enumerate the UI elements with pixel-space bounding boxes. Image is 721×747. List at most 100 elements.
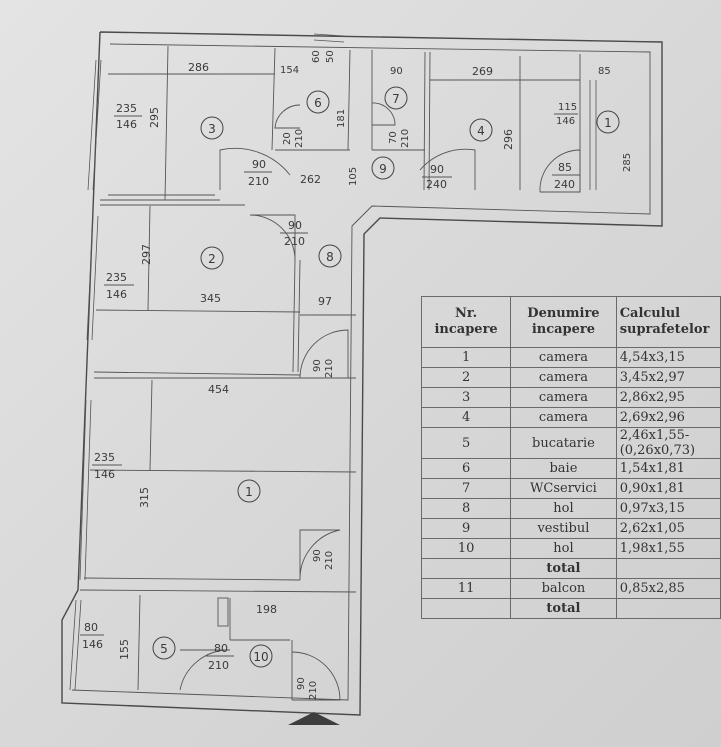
cell-name: camera [510,407,617,428]
dim: 269 [472,65,493,78]
cell-calc: 2,62x1,05 [615,518,721,539]
header-nr: Nr. incapere [420,296,512,348]
dim: 90 [430,163,444,176]
cell-name: camera [510,387,617,408]
dim: 198 [256,603,277,616]
dim: 20 [282,132,293,145]
cell-name: vestibul [510,518,617,539]
dim: 210 [284,235,305,248]
dim: 454 [208,383,229,396]
dim: 80 [214,642,228,655]
cell-nr: 4 [420,407,512,428]
cell-total: total [510,598,617,619]
dim: 146 [116,118,137,131]
room-number-7: 7 [392,92,400,106]
table-row: 11 balcon 0,85x2,85 [420,578,721,599]
dim: 85 [598,66,611,77]
cell-nr: 8 [420,498,512,519]
header-name: Denumire incapere [510,296,617,348]
dim: 90 [252,158,266,171]
cell-calc: 0,90x1,81 [615,478,721,499]
cell-name: hol [510,498,617,519]
table-row: 4 camera 2,69x2,96 [420,407,721,428]
dim: 210 [400,129,411,148]
dim: 50 [325,50,336,63]
cell-name: baie [510,458,617,479]
table-row: 3 camera 2,86x2,95 [420,387,721,408]
table-row: 9 vestibul 2,62x1,05 [420,518,721,539]
room-number-4: 4 [477,124,485,138]
cell-calc: 2,46x1,55- (0,26x0,73) [615,427,721,459]
dim: 97 [318,295,332,308]
table-row: 8 hol 0,97x3,15 [420,498,721,519]
cell-nr: 1 [420,347,512,368]
room-number-1b: 1 [604,116,612,130]
dim: 210 [324,359,335,378]
room-number-9: 9 [379,162,387,176]
dim: 240 [554,178,575,191]
dim: 181 [336,109,347,128]
dim: 235 [116,102,137,115]
cell-calc: 4,54x3,15 [615,347,721,368]
room-number-6: 6 [314,96,322,110]
dim: 90 [296,677,307,690]
cell-calc: 0,97x3,15 [615,498,721,519]
table-total-row: total [420,598,721,619]
dim: 146 [82,638,103,651]
cell-nr: 7 [420,478,512,499]
room-number-2: 2 [208,252,216,266]
cell-calc: 0,85x2,85 [615,578,721,599]
dim: 240 [426,178,447,191]
table-header-row: Nr. incapere Denumire incapere Calculul … [420,296,721,348]
dim: 90 [312,549,323,562]
dim: 345 [200,292,221,305]
dimension-labels: 286 154 60 50 90 269 85 235 146 295 181 … [80,50,633,700]
dim: 155 [118,639,131,660]
room-number-10: 10 [253,650,268,664]
dim: 105 [348,167,359,186]
dim: 210 [208,659,229,672]
dim: 210 [308,681,319,700]
cell-calc: 1,54x1,81 [615,458,721,479]
dim: 146 [556,116,575,127]
table-row: 1 camera 4,54x3,15 [420,347,721,368]
dim: 297 [140,244,153,265]
room-number-3: 3 [208,122,216,136]
table-row: 10 hol 1,98x1,55 [420,538,721,559]
dim: 285 [622,153,633,172]
dim: 210 [294,129,305,148]
room-markers: 3 6 7 4 1 9 2 8 1 5 10 [152,86,620,668]
dim: 90 [390,66,403,77]
dim: 235 [94,451,115,464]
dim: 146 [106,288,127,301]
table-total-row: total [420,558,721,579]
room-number-8: 8 [326,250,334,264]
entrance-arrow-icon [288,712,340,725]
dim: 286 [188,61,209,74]
exterior-walls [61,31,663,716]
cell-nr: 6 [420,458,512,479]
cell-nr: 3 [420,387,512,408]
doors [179,102,581,701]
interior-walls [79,45,581,700]
cell-calc: 1,98x1,55 [615,538,721,559]
cell-nr: 2 [420,367,512,388]
cell-nr: 9 [420,518,512,539]
dim: 262 [300,173,321,186]
dim: 80 [84,621,98,634]
dim: 115 [558,102,577,113]
room-number-5: 5 [160,642,168,656]
cell-nr: 10 [420,538,512,559]
cell-name: bucatarie [510,427,617,459]
cell-calc: 3,45x2,97 [615,367,721,388]
room-number-1: 1 [245,485,253,499]
dim: 60 [311,50,322,63]
dim: 296 [502,129,515,150]
dim: 210 [248,175,269,188]
cell-calc: 2,69x2,96 [615,407,721,428]
cell-nr: 5 [420,427,512,459]
cell-name: camera [510,347,617,368]
dim: 295 [148,107,161,128]
